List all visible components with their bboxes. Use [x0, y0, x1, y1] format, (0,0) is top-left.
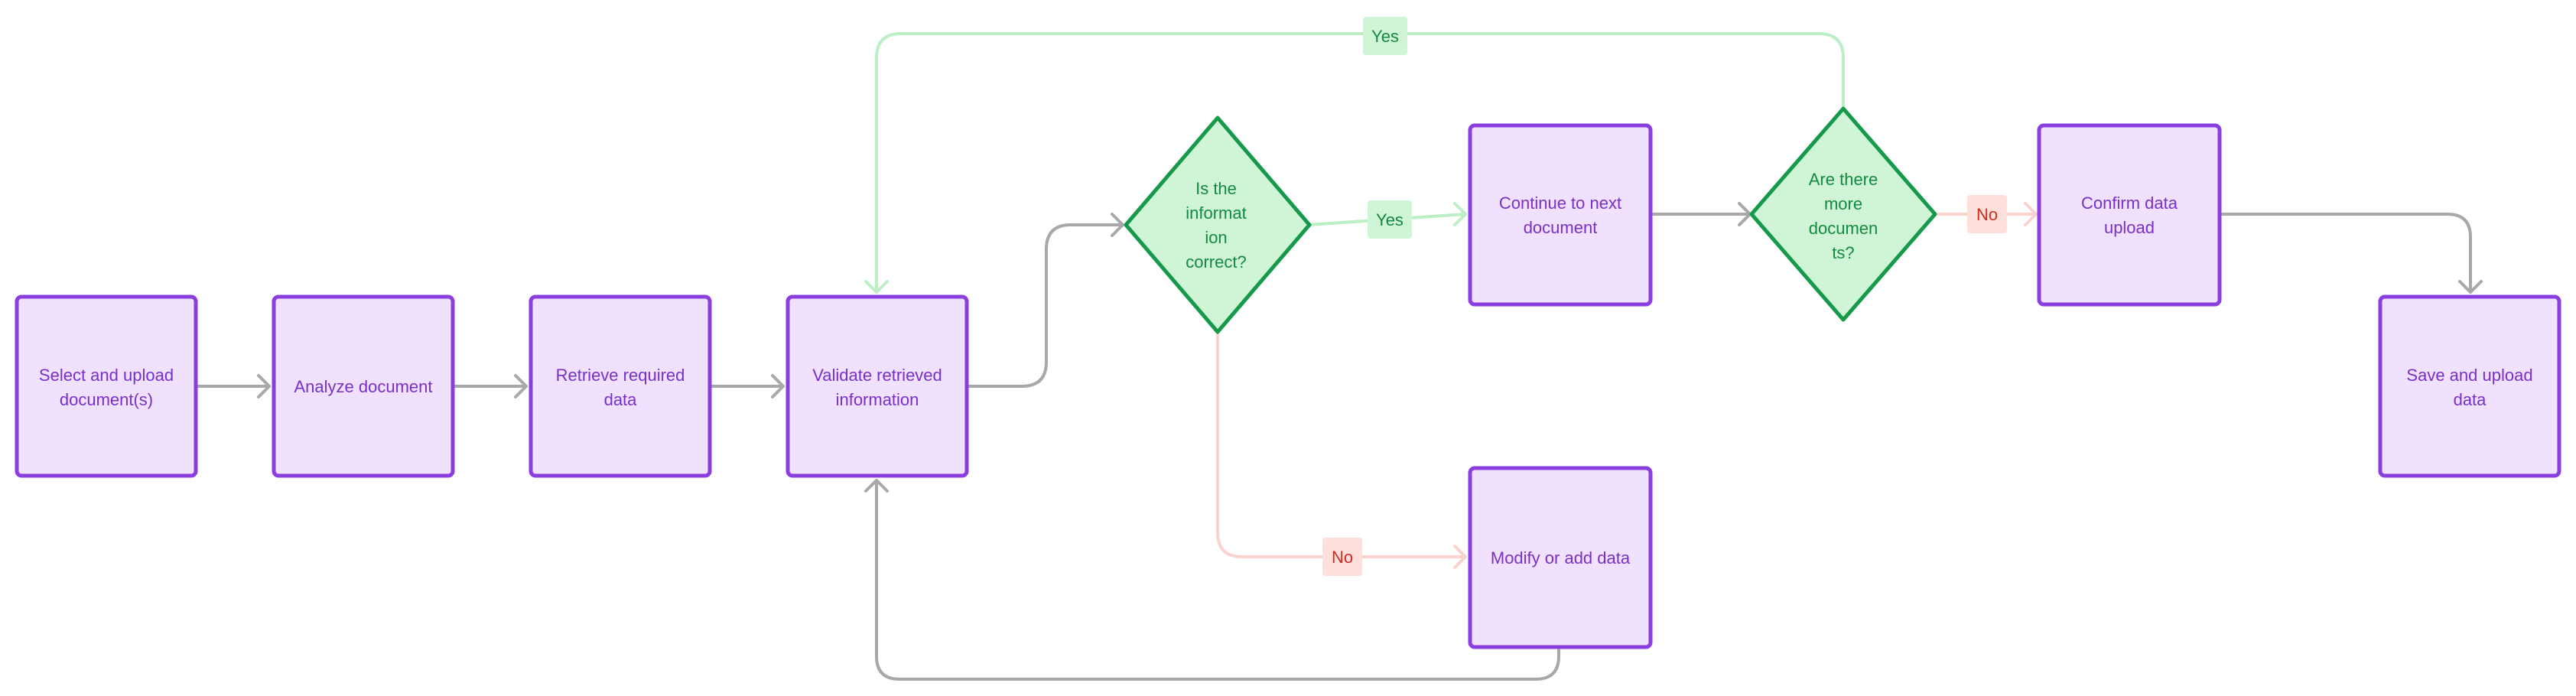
node-label-line: ion	[1205, 228, 1227, 247]
svg-text:Modify or add data: Modify or add data	[1491, 548, 1631, 568]
node-label-line: ts?	[1832, 243, 1854, 262]
no-badge-bottom: No	[1322, 538, 1362, 576]
edge-more-docs-yes-to-validate	[864, 32, 1845, 294]
node-retrieve-data[interactable]: Retrieve required data	[529, 294, 712, 478]
node-label-line: data	[2454, 390, 2487, 409]
node-label-line: Is the	[1195, 179, 1237, 198]
svg-text:Analyze document: Analyze document	[294, 377, 433, 396]
yes-badge-top: Yes	[1363, 17, 1407, 55]
node-label-line: informat	[1186, 203, 1246, 223]
edge-continue-to-more-docs	[1649, 202, 1751, 226]
node-label-line: Modify or add data	[1491, 548, 1631, 568]
node-label-line: information	[836, 390, 919, 409]
node-save-upload[interactable]: Save and upload data	[2378, 294, 2561, 478]
node-validate-information[interactable]: Validate retrieved information	[785, 294, 969, 478]
edge-decision-no-to-modify	[1216, 330, 1467, 569]
svg-text:No: No	[1976, 205, 1998, 224]
node-label-line: documen	[1809, 219, 1878, 238]
node-label-line: data	[604, 390, 638, 409]
edge-retrieve-to-validate	[708, 374, 785, 398]
node-label-line: Select and upload	[39, 366, 174, 385]
edge-select-to-analyze	[194, 374, 271, 398]
node-label-line: document(s)	[60, 390, 153, 409]
no-badge-right: No	[1967, 195, 2007, 233]
node-select-upload[interactable]: Select and upload document(s)	[15, 294, 198, 478]
node-label-line: Retrieve required	[556, 366, 685, 385]
node-label-line: more	[1824, 194, 1862, 213]
node-label-line: Continue to next	[1499, 194, 1621, 213]
node-continue-next[interactable]: Continue to next document	[1468, 123, 1653, 307]
node-modify-add[interactable]: Modify or add data	[1468, 466, 1653, 649]
node-analyze-document[interactable]: Analyze document	[272, 294, 455, 478]
svg-text:Yes: Yes	[1371, 27, 1399, 46]
node-label-line: document	[1524, 218, 1598, 237]
node-label-line: Are there	[1809, 170, 1878, 189]
node-label-line: Analyze document	[294, 377, 433, 396]
node-label-line: Validate retrieved	[812, 366, 942, 385]
edge-analyze-to-retrieve	[451, 374, 528, 398]
decision-more-docs[interactable]: Are there more documen ts?	[1749, 106, 1937, 322]
decision-is-correct[interactable]: Is the informat ion correct?	[1124, 115, 1312, 334]
edge-modify-back-to-validate	[864, 479, 1560, 681]
node-label-line: Confirm data	[2081, 194, 2178, 213]
svg-text:No: No	[1332, 548, 1353, 567]
node-label-line: upload	[2104, 218, 2155, 237]
node-label-line: Save and upload	[2406, 366, 2532, 385]
edge-confirm-to-save	[2218, 213, 2483, 294]
yes-badge-mid: Yes	[1368, 200, 1412, 239]
svg-text:Yes: Yes	[1376, 210, 1403, 229]
node-confirm-upload[interactable]: Confirm data upload	[2037, 123, 2222, 307]
edge-validate-to-decision	[965, 213, 1124, 388]
node-label-line: correct?	[1186, 252, 1246, 272]
